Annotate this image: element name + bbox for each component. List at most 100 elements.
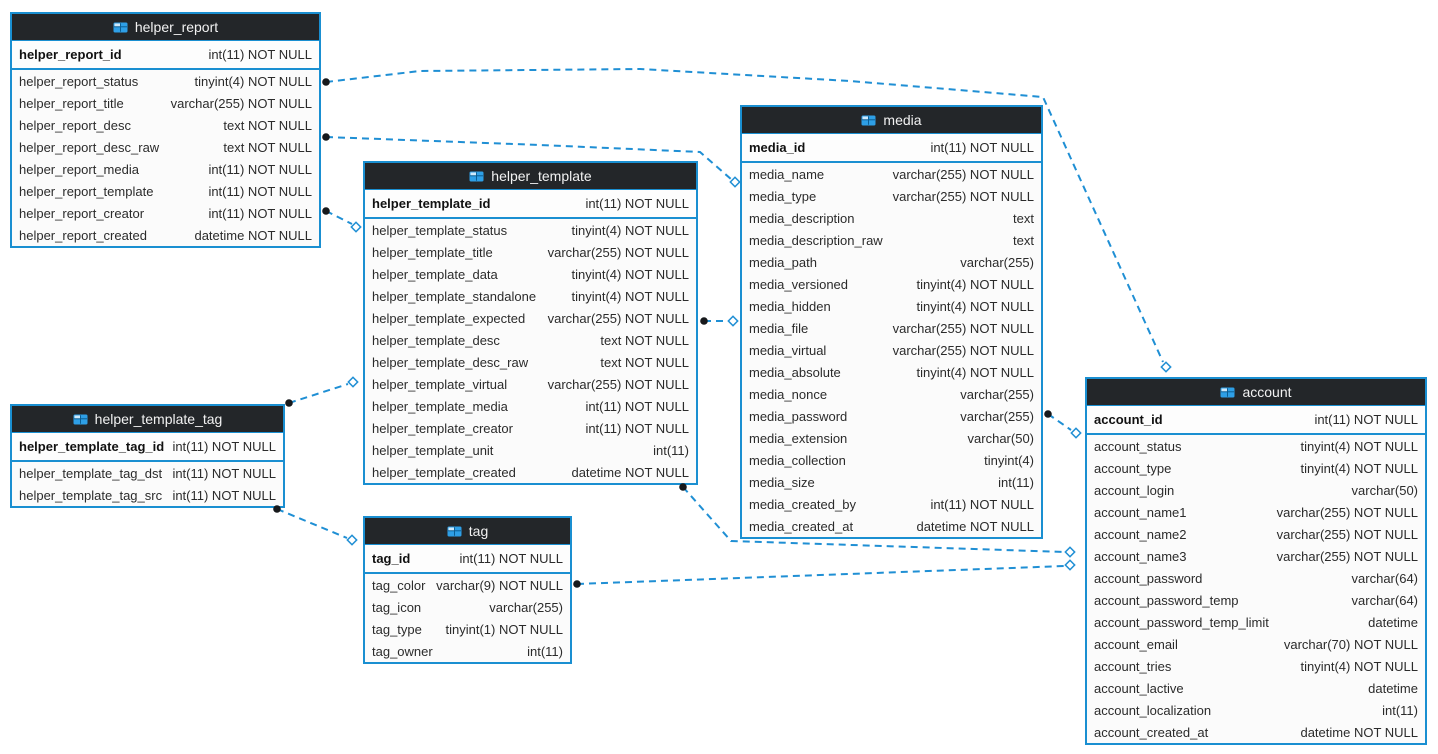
field-name: helper_template_expected xyxy=(372,310,526,326)
field-name: account_localization xyxy=(1094,702,1212,718)
field-name: helper_template_virtual xyxy=(372,376,508,392)
relation-line-helper_template_tag-to-helper_template xyxy=(288,383,349,404)
field-type: text xyxy=(1013,210,1034,226)
field-name: helper_template_creator xyxy=(372,420,513,436)
table-header-account[interactable]: account xyxy=(1087,379,1425,406)
field-type: varchar(255) NOT NULL xyxy=(892,188,1034,204)
field-type: varchar(255) xyxy=(960,408,1034,424)
relation-source-marker-helper_report xyxy=(322,207,330,215)
field-type: int(11) xyxy=(527,643,563,659)
table-header-helper_template[interactable]: helper_template xyxy=(365,163,696,190)
field-name: helper_report_desc xyxy=(19,117,132,133)
field-type: datetime NOT NULL xyxy=(194,227,312,243)
field-name: account_password xyxy=(1094,570,1203,586)
field-name: media_file xyxy=(749,320,809,336)
relation-target-marker-helper_template xyxy=(350,221,362,233)
table-header-media[interactable]: media xyxy=(742,107,1041,134)
field-name: tag_owner xyxy=(372,643,433,659)
field-type: tinyint(4) NOT NULL xyxy=(916,364,1034,380)
field-type: int(11) NOT NULL xyxy=(208,161,312,177)
field-name: account_created_at xyxy=(1094,724,1209,740)
pk-field-type: int(11) NOT NULL xyxy=(208,47,312,62)
pk-field-type: int(11) NOT NULL xyxy=(1314,412,1418,427)
table-header-tag[interactable]: tag xyxy=(365,518,570,545)
relation-target-marker-tag xyxy=(346,534,358,546)
field-type: varchar(255) NOT NULL xyxy=(547,310,689,326)
relation-source-marker-media xyxy=(1044,410,1052,418)
field-type: tinyint(4) NOT NULL xyxy=(571,222,689,238)
field-type: datetime xyxy=(1368,614,1418,630)
field-name: media_description xyxy=(749,210,855,226)
field-type: varchar(255) NOT NULL xyxy=(170,95,312,111)
relation-target-marker-account xyxy=(1064,559,1076,571)
field-type: varchar(255) NOT NULL xyxy=(1276,504,1418,520)
relation-target-marker-media xyxy=(727,315,739,327)
relation-target-marker-account xyxy=(1160,361,1172,373)
field-type: int(11) xyxy=(653,442,689,458)
field-type: tinyint(4) NOT NULL xyxy=(916,276,1034,292)
table-title: media xyxy=(883,112,922,128)
field-type: tinyint(1) NOT NULL xyxy=(445,621,563,637)
table-header-helper_report[interactable]: helper_report xyxy=(12,14,319,41)
field-row: media_versioned tinyint(4) NOT NULL xyxy=(742,273,1041,295)
field-type: varchar(64) xyxy=(1351,570,1418,586)
field-name: helper_template_unit xyxy=(372,442,494,458)
table-header-helper_template_tag[interactable]: helper_template_tag xyxy=(12,406,283,433)
field-row: helper_template_expected varchar(255) NOT… xyxy=(365,307,696,329)
field-name: helper_template_title xyxy=(372,244,493,260)
field-name: helper_report_media xyxy=(19,161,139,177)
field-name: helper_report_status xyxy=(19,73,139,89)
field-type: datetime NOT NULL xyxy=(916,518,1034,534)
field-type: int(11) xyxy=(998,474,1034,490)
field-row: tag_color varchar(9) NOT NULL xyxy=(365,574,570,596)
field-name: tag_type xyxy=(372,621,422,637)
pk-field-name: tag_id xyxy=(372,551,411,566)
field-type: text NOT NULL xyxy=(600,354,689,370)
field-name: tag_color xyxy=(372,577,426,593)
relation-source-marker-helper_report xyxy=(322,78,330,86)
table-helper_report[interactable]: helper_report helper_report_id int(11) NOT… xyxy=(10,12,321,248)
field-type: int(11) NOT NULL xyxy=(585,398,689,414)
field-type: varchar(9) NOT NULL xyxy=(436,577,563,593)
field-name: helper_template_data xyxy=(372,266,498,282)
field-name: media_versioned xyxy=(749,276,849,292)
pk-field-name: helper_report_id xyxy=(19,47,122,62)
field-name: media_nonce xyxy=(749,386,828,402)
field-name: helper_report_creator xyxy=(19,205,145,221)
field-type: tinyint(4) NOT NULL xyxy=(1300,438,1418,454)
field-type: datetime NOT NULL xyxy=(1300,724,1418,740)
